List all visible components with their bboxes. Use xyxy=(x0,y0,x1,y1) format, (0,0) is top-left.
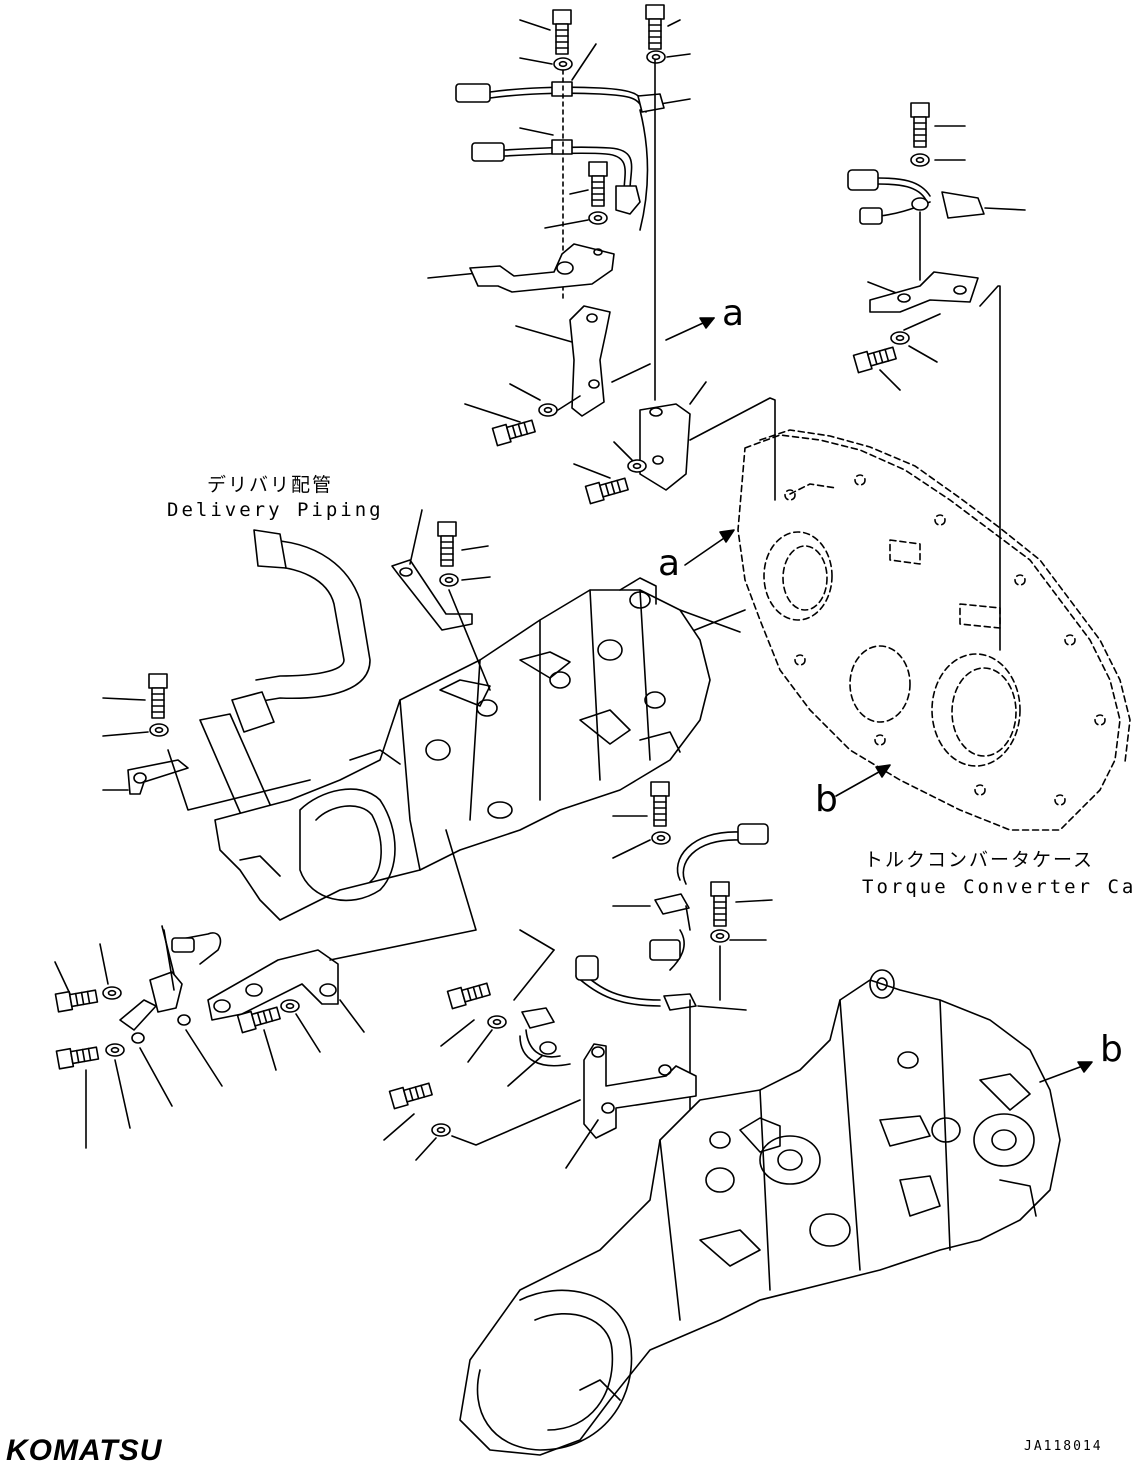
delivery-piping-label-jp: デリバリ配管 xyxy=(207,474,334,496)
pipe-bracket-top xyxy=(391,509,491,691)
lower-left-clamp-set xyxy=(54,829,477,1149)
ref-b-arrow xyxy=(1039,1061,1093,1083)
torque-converter-case xyxy=(737,429,1131,831)
bottom-pump-assembly xyxy=(459,969,1061,1456)
right-sensor-assembly xyxy=(847,102,1026,651)
ref-b-label-case: b xyxy=(815,779,838,820)
ref-b-label-bottom: b xyxy=(1100,1029,1123,1070)
delivery-piping-label-en: Delivery Piping xyxy=(167,499,384,521)
lower-middle-sensor-set xyxy=(383,781,773,1169)
torque-converter-case-label-en: Torque Converter Case xyxy=(862,876,1133,898)
mid-pump-assembly xyxy=(214,577,741,921)
case-ref-arrows xyxy=(684,529,891,797)
ref-a-bracket xyxy=(573,317,776,505)
komatsu-logo: KOMATSU xyxy=(6,1434,163,1467)
torque-converter-case-label-jp: トルクコンバータケース xyxy=(864,849,1095,871)
ref-a-label-top: a xyxy=(722,293,745,334)
drawing-code: JA118014 xyxy=(1024,1439,1103,1454)
pump-bracket-set-top xyxy=(427,161,651,447)
ref-a-label-case: a xyxy=(658,543,681,584)
top-harness-assembly xyxy=(455,4,691,401)
pipe-clamp-left xyxy=(102,673,311,811)
